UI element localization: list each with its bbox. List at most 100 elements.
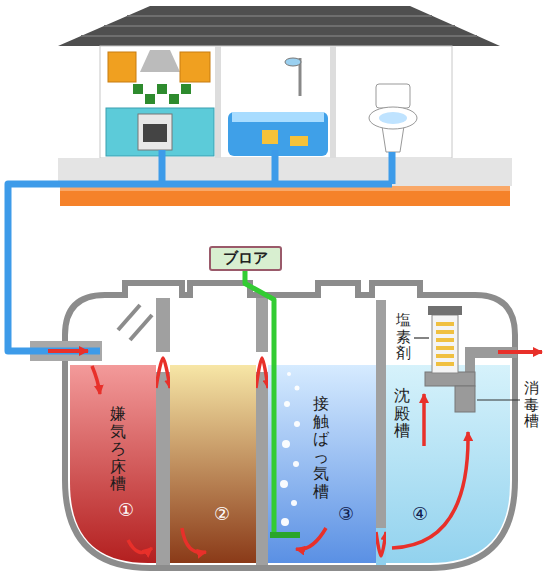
- kitchen: [108, 52, 136, 82]
- flow-arrow: [422, 394, 426, 446]
- bathroom: [290, 136, 308, 146]
- kitchen: [138, 114, 172, 150]
- callout-number: ④: [412, 505, 428, 523]
- air-pipe: [270, 365, 300, 538]
- toilet: [382, 126, 404, 152]
- flow-arrow: [92, 366, 468, 553]
- house: [215, 46, 221, 158]
- bathroom: [262, 130, 278, 144]
- air-pipe: [270, 532, 300, 538]
- air-bubbles: [280, 372, 300, 526]
- disinfection-unit: [436, 330, 454, 334]
- tank-body: [376, 300, 386, 528]
- outlet-pipe: [498, 350, 542, 354]
- air-pipe: [272, 365, 277, 534]
- tank-body: [65, 283, 515, 568]
- text-slot: 塩素剤: [396, 312, 411, 362]
- text-slot: 沈殿槽: [394, 387, 410, 440]
- house: [330, 46, 336, 158]
- tank-body: [376, 528, 386, 565]
- bathroom: [228, 58, 328, 156]
- house: [60, 186, 510, 206]
- water-fill: [386, 365, 510, 563]
- kitchen: [140, 50, 180, 72]
- air-bubbles: [287, 372, 291, 376]
- air-bubbles: [294, 421, 300, 427]
- tank-body: [130, 315, 152, 340]
- house: [81, 35, 477, 37]
- drain-pipe: [48, 349, 88, 353]
- flow-arrow: [392, 432, 468, 548]
- text-slot: ②: [214, 505, 230, 523]
- air-bubbles: [280, 480, 288, 488]
- toilet: [369, 107, 417, 129]
- air-bubbles: [282, 440, 290, 448]
- disinfection-unit: [436, 338, 454, 342]
- settling-chamber: 沈殿槽 ④: [386, 365, 510, 563]
- flow-arrow: [376, 532, 386, 556]
- bathroom: [228, 112, 328, 156]
- kitchen: [157, 84, 167, 94]
- air-bubbles: [295, 386, 300, 391]
- callout-number: ①: [118, 501, 134, 519]
- toilet: [376, 84, 410, 108]
- air-bubbles: [293, 461, 299, 467]
- tank-body: [256, 372, 268, 565]
- kitchen: [106, 108, 214, 156]
- disinfection-unit: [436, 362, 454, 366]
- part-label: 塩素剤: [396, 312, 411, 362]
- disinfection-unit: [455, 386, 475, 412]
- bathroom: [232, 112, 324, 122]
- kitchen: [180, 52, 210, 82]
- disinfection-unit: [428, 306, 462, 315]
- kitchen: [181, 84, 191, 94]
- tank-body: [156, 298, 170, 352]
- anaerobic-filter-chamber: 嫌気ろ床槽 ①: [70, 365, 156, 563]
- air-pipe: [245, 271, 274, 366]
- tank-body: [65, 283, 515, 568]
- flow-arrow: [182, 528, 206, 553]
- house: [100, 46, 452, 158]
- house: [58, 6, 512, 206]
- text-slot: ④: [412, 505, 428, 523]
- kitchen: [169, 94, 179, 104]
- text-slot: ③: [338, 505, 354, 523]
- text-slot: 接触ばっ気槽: [313, 395, 329, 501]
- disinfection-unit: [465, 352, 475, 372]
- disinfection-unit: [425, 306, 475, 412]
- tank-body: [118, 305, 140, 330]
- flow-arrow: [128, 540, 152, 553]
- kitchen: [145, 94, 155, 104]
- disinfection-unit: [425, 372, 475, 386]
- toilet: [379, 112, 407, 124]
- text-slot: 嫌気ろ床槽: [110, 405, 126, 493]
- flow-arrow: [256, 358, 268, 388]
- blower-name: ブロア: [223, 251, 268, 266]
- callout-number: ③: [338, 505, 354, 523]
- tank-body: [156, 372, 170, 565]
- chamber-name: 沈殿槽: [394, 387, 410, 440]
- kitchen: [133, 84, 143, 94]
- flow-arrow: [156, 358, 170, 388]
- kitchen: [143, 124, 167, 142]
- house: [127, 15, 432, 17]
- part-label: 消毒槽: [524, 380, 539, 430]
- house: [58, 6, 500, 46]
- flow-arrow: [92, 366, 100, 394]
- disinfection-unit: [436, 346, 454, 350]
- flow-arrow: [296, 528, 326, 549]
- water-fill: [268, 365, 376, 563]
- drain-pipe: [8, 150, 392, 361]
- disinfection-unit: [436, 354, 454, 358]
- text-slot: ①: [118, 501, 134, 519]
- leader-line: [414, 337, 429, 338]
- air-bubbles: [281, 518, 289, 526]
- air-bubbles: [291, 500, 297, 506]
- disinfection-unit: [436, 322, 454, 326]
- water-fill: [70, 365, 156, 563]
- callout-number: ②: [214, 505, 230, 523]
- blower-box: ブロア: [209, 246, 282, 271]
- outlet-pipe: [465, 347, 542, 358]
